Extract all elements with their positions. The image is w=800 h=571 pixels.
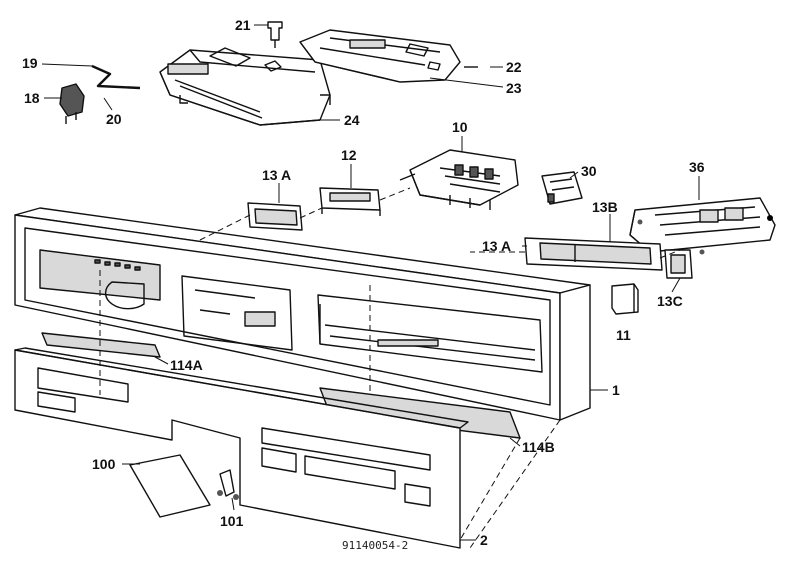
callout-labels: 21 19 18 20 22 23 24 10 12 13 A 30 36 13… [22, 17, 705, 548]
callout-20: 20 [106, 111, 122, 127]
part-101-latch [217, 469, 239, 500]
part-24-bracket [159, 47, 331, 126]
part-114a-strip [41, 332, 161, 358]
part-2-lower-panel [14, 347, 469, 549]
callout-36: 36 [689, 159, 705, 175]
callout-100: 100 [92, 456, 116, 472]
callout-13a-top: 13 A [262, 167, 291, 183]
part-13a-frame-left [247, 202, 303, 231]
part-13a-frame-right [524, 237, 663, 271]
screws [637, 219, 705, 255]
part-1-front-panel [14, 207, 591, 421]
callout-18: 18 [24, 90, 40, 106]
callout-24: 24 [344, 112, 360, 128]
part-11-knob [611, 283, 639, 315]
leader-lines [41, 24, 700, 541]
callout-2: 2 [480, 532, 488, 548]
part-100-cover [129, 454, 211, 518]
callout-23: 23 [506, 80, 522, 96]
part-20-washer [100, 92, 106, 98]
callout-10: 10 [452, 119, 468, 135]
part-23-bracket [299, 29, 461, 83]
part-21-clip [267, 21, 283, 48]
callout-114b: 114B [522, 439, 555, 455]
callout-22: 22 [506, 59, 522, 75]
part-19-hex-key [91, 64, 141, 90]
callout-19: 19 [22, 55, 38, 71]
callout-12: 12 [341, 147, 357, 163]
part-22-spring [464, 62, 494, 72]
callout-13c: 13C [657, 293, 683, 309]
document-number: 91140054-2 [342, 539, 408, 552]
part-12-button [319, 187, 381, 216]
part-18-switch [59, 83, 85, 124]
callout-13b: 13B [592, 199, 618, 215]
callout-21: 21 [235, 17, 251, 33]
part-13c-end-cap [664, 249, 693, 279]
assembly-lines [99, 187, 681, 549]
part-36-control-board [629, 197, 776, 253]
callout-114a: 114A [170, 357, 203, 373]
callout-101: 101 [220, 513, 244, 529]
part-30-connector [541, 171, 583, 205]
callout-13a-right: 13 A [482, 238, 511, 254]
callout-1: 1 [612, 382, 620, 398]
part-10-switch-block [399, 149, 519, 210]
callout-11: 11 [616, 327, 631, 343]
callout-30: 30 [581, 163, 597, 179]
